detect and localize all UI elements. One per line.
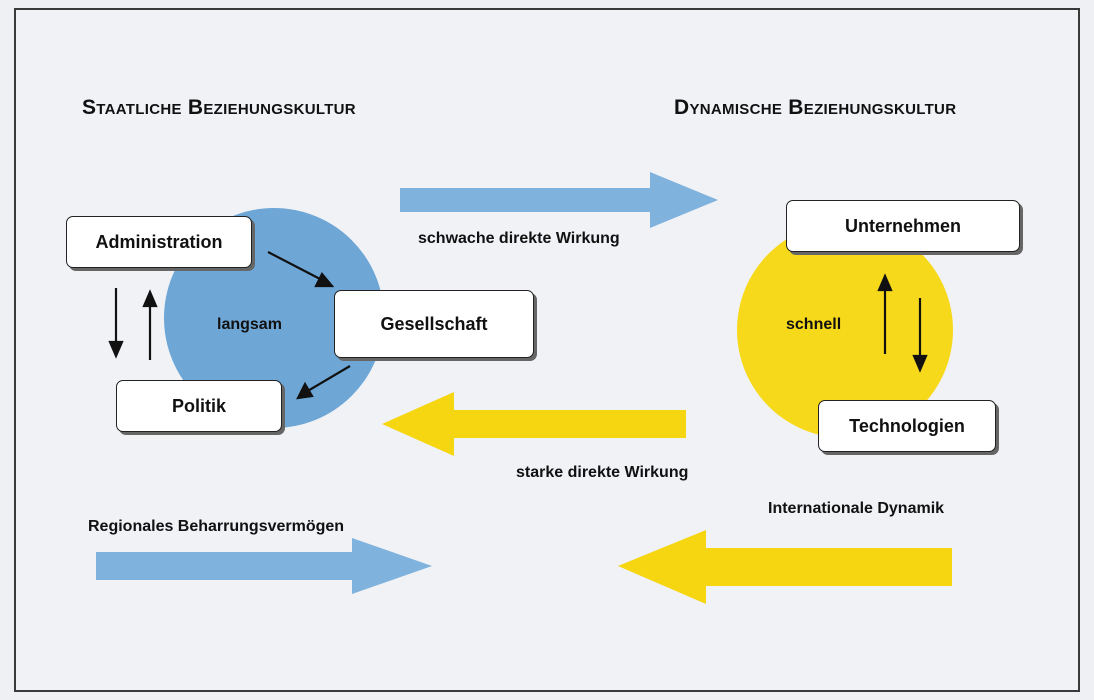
- arrow-admin-to-gesellschaft: [267, 251, 323, 281]
- label-schwache-direkte-wirkung: schwache direkte Wirkung: [418, 230, 620, 247]
- arrowhead-admin-to-politik: [108, 340, 124, 359]
- arrow-starke-wirkung: [382, 392, 686, 456]
- arrow-schwache-wirkung: [400, 172, 718, 228]
- box-unternehmen: Unternehmen: [786, 200, 1020, 252]
- arrow-gesellschaft-to-politik: [305, 365, 351, 393]
- box-politik: Politik: [116, 380, 282, 432]
- heading-staatliche-beziehungskultur: Staatliche Beziehungskultur: [82, 96, 356, 119]
- arrowhead-unternehmen-to-technologien: [912, 354, 928, 373]
- arrow-international: [618, 530, 952, 604]
- arrowhead-gesellschaft-to-politik: [296, 381, 314, 400]
- arrowhead-admin-to-gesellschaft: [314, 272, 335, 288]
- label-internationale-dynamik: Internationale Dynamik: [768, 500, 945, 517]
- label-regionales-beharrungsvermoegen: Regionales Beharrungsvermögen: [88, 518, 345, 535]
- label-langsam: langsam: [217, 316, 282, 333]
- circle-schnell: [737, 222, 953, 438]
- arrowhead-technologien-to-unternehmen: [877, 273, 893, 292]
- box-technologien: Technologien: [818, 400, 996, 452]
- label-schnell: schnell: [786, 316, 842, 333]
- label-starke-direkte-wirkung: starke direkte Wirkung: [516, 464, 689, 481]
- heading-dynamische-beziehungskultur: Dynamische Beziehungskultur: [674, 96, 957, 119]
- box-administration: Administration: [66, 216, 252, 268]
- arrow-regional: [96, 538, 432, 594]
- arrowhead-politik-to-admin: [142, 289, 158, 308]
- box-gesellschaft: Gesellschaft: [334, 290, 534, 358]
